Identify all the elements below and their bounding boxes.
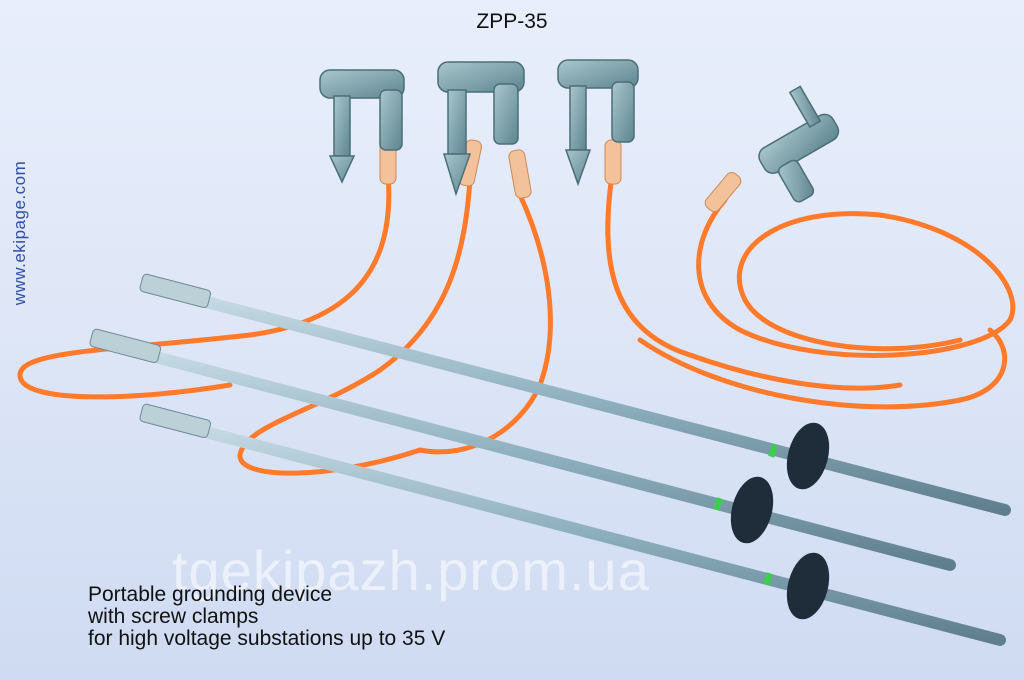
rod-2 [89,328,956,571]
cable-2 [237,177,473,476]
cable-sleeves [379,139,742,213]
product-title: ZPP-35 [476,10,548,33]
website-url: www.ekipage.com [5,118,35,348]
cable-6 [637,327,1008,410]
caption-line-2: with screw clamps [88,605,259,628]
caption-line-1: Portable grounding device [88,583,333,606]
cable-4 [605,172,903,391]
cable-3 [417,192,553,455]
cable-1 [17,172,392,400]
cable-5 [696,197,1016,358]
insulating-rods [89,273,1011,646]
clamp-4 [758,85,840,203]
watermark: tgekipazh.prom.ua [172,539,650,602]
clamp-1 [319,69,405,184]
clamp-2 [437,61,525,197]
product-caption: Portable grounding device with screw cla… [88,584,445,650]
clamp-3 [557,59,639,187]
rod-3 [139,403,1006,646]
caption-line-3: for high voltage substations up to 35 V [88,627,446,650]
screw-clamps [319,59,840,203]
website-url-text: www.ekipage.com [10,160,29,306]
rod-1 [139,273,1011,516]
